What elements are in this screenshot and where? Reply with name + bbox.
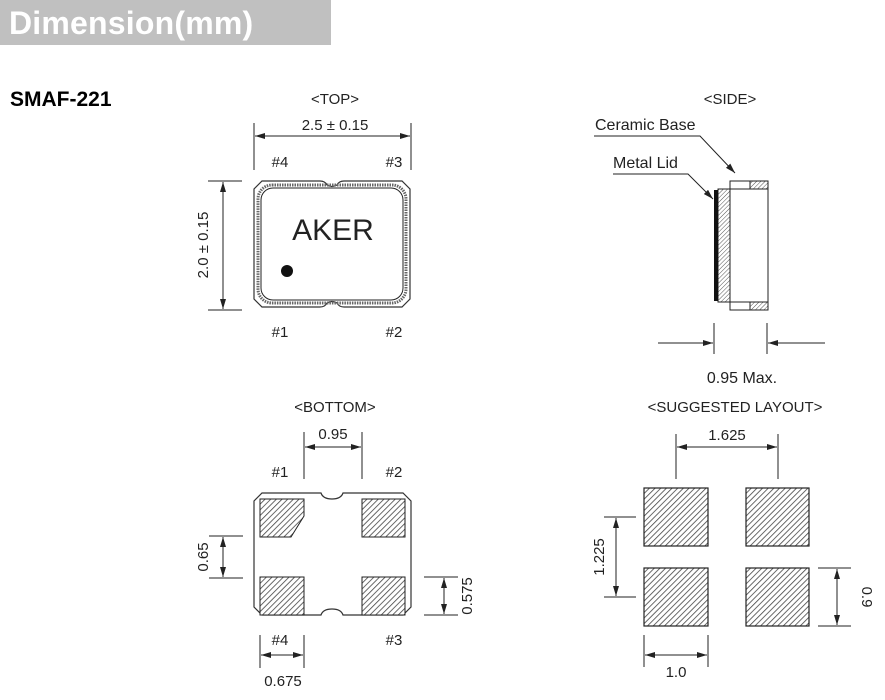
bottom-view: <BOTTOM> 0.95 #1 #2 #4 #3 0.65 0.575 0.6… xyxy=(195,399,476,690)
top-pin1-label: #1 xyxy=(272,324,289,341)
top-pin4-label: #4 xyxy=(272,154,289,171)
layout-pad-width-dim: 1.0 xyxy=(666,664,687,681)
top-pin2-label: #2 xyxy=(386,324,403,341)
bottom-pin2-label: #2 xyxy=(386,464,403,481)
layout-pad-tl xyxy=(643,487,709,547)
bottom-pad-1 xyxy=(259,498,305,538)
bottom-pin4-label: #4 xyxy=(272,632,289,649)
layout-pad-bl xyxy=(643,567,709,627)
top-width-dim: 2.5 ± 0.15 xyxy=(302,117,369,134)
layout-view-title: <SUGGESTED LAYOUT> xyxy=(648,399,823,416)
bottom-pad-2 xyxy=(361,498,406,538)
pin1-dot xyxy=(281,265,293,277)
layout-pad-tr xyxy=(745,487,810,547)
bottom-pad-3 xyxy=(361,576,406,616)
bottom-view-title: <BOTTOM> xyxy=(294,399,376,416)
side-thickness-dim: 0.95 Max. xyxy=(707,370,777,387)
top-view: <TOP> 2.5 ± 0.15 2.0 ± 0.15 AKER #4 #3 #… xyxy=(195,91,412,341)
bottom-pad-width-dim: 0.675 xyxy=(264,673,302,690)
model-name: SMAF-221 xyxy=(10,88,112,111)
bottom-pitch-dim: 0.95 xyxy=(318,426,347,443)
bottom-gap-dim: 0.65 xyxy=(195,542,212,571)
top-height-dim: 2.0 ± 0.15 xyxy=(195,212,212,279)
top-pin3-label: #3 xyxy=(386,154,403,171)
bottom-pad-4 xyxy=(259,576,305,616)
layout-pitch-y-dim: 1.225 xyxy=(591,538,608,576)
section-title: Dimension(mm) xyxy=(9,5,254,41)
suggested-layout-view: <SUGGESTED LAYOUT> 1.625 1.225 0.9 1.0 xyxy=(591,399,875,681)
section-banner: Dimension(mm) xyxy=(0,0,331,45)
bottom-pin1-label: #1 xyxy=(272,464,289,481)
layout-pitch-x-dim: 1.625 xyxy=(708,427,746,444)
bottom-pin3-label: #3 xyxy=(386,632,403,649)
side-view: <SIDE> Ceramic Base Metal Lid 0.95 Max. xyxy=(594,91,825,387)
metal-lid-label: Metal Lid xyxy=(613,155,678,172)
side-view-title: <SIDE> xyxy=(704,91,757,108)
top-marking: AKER xyxy=(292,214,374,247)
layout-pad-br xyxy=(745,567,810,627)
top-view-title: <TOP> xyxy=(311,91,359,108)
bottom-pad-height-dim: 0.575 xyxy=(459,577,476,615)
ceramic-base-label: Ceramic Base xyxy=(595,117,696,134)
layout-pad-height-dim: 0.9 xyxy=(858,587,875,608)
